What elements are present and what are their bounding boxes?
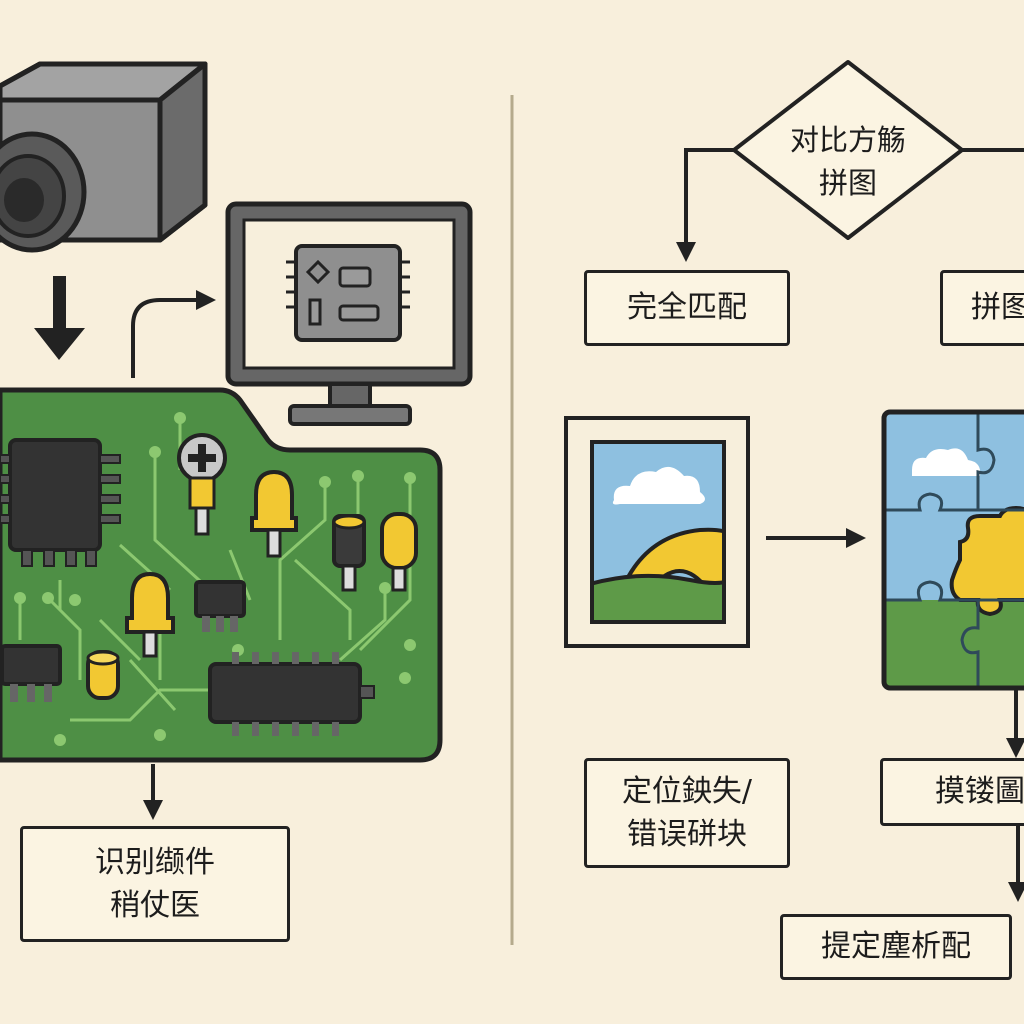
- replace-piece-text: 摸镂圖: [935, 774, 1024, 810]
- decision-line1: 对比方觞: [789, 122, 906, 157]
- decision-diamond: [732, 60, 964, 240]
- ic-chip: [0, 438, 121, 567]
- decision-label: 对比方觞 拼图: [742, 112, 954, 212]
- monitor-board-preview: [286, 244, 410, 342]
- puzzle-branch-text: 拼图: [971, 290, 1024, 326]
- replace-piece-label: 摸镂圖: [880, 758, 1024, 826]
- capacitor: [380, 512, 418, 592]
- identify-components-label: 识别缬件 稍仗医: [20, 826, 290, 942]
- circuit-board-icon: [0, 387, 443, 763]
- monitor-icon: [225, 201, 473, 426]
- transistor: [194, 580, 246, 632]
- locate-missing-line1: 定位鉠失/: [621, 773, 753, 809]
- board-to-monitor-arrow: [131, 290, 216, 378]
- decision-left-branch: [676, 148, 734, 262]
- camera-icon: [0, 61, 208, 253]
- picture-frame-icon: [564, 416, 750, 648]
- decision-line2: 拼图: [818, 166, 877, 200]
- locate-missing-line2: 错误硑块: [627, 817, 747, 852]
- full-match-text: 完全匹配: [627, 290, 747, 326]
- transistor: [0, 644, 62, 702]
- identify-components-line1: 识别缬件: [95, 844, 215, 880]
- jigsaw-puzzle-icon: [881, 409, 1024, 691]
- rematch-text: 提定塵析配: [821, 929, 971, 965]
- capacitor: [86, 650, 120, 700]
- rematch-label: 提定塵析配: [780, 914, 1012, 980]
- full-match-label: 完全匹配: [584, 270, 790, 346]
- camera-to-board-arrow: [34, 276, 85, 360]
- electrolytic-capacitor: [332, 514, 366, 592]
- ic-chip-long: [208, 652, 375, 736]
- screw: [177, 433, 227, 536]
- identify-components-line2: 稍仗医: [110, 888, 200, 923]
- capacitor: [125, 571, 175, 658]
- locate-missing-label: 定位鉠失/ 错误硑块: [584, 758, 790, 868]
- capacitor: [250, 469, 298, 558]
- puzzle-branch-label: 拼图: [940, 270, 1024, 346]
